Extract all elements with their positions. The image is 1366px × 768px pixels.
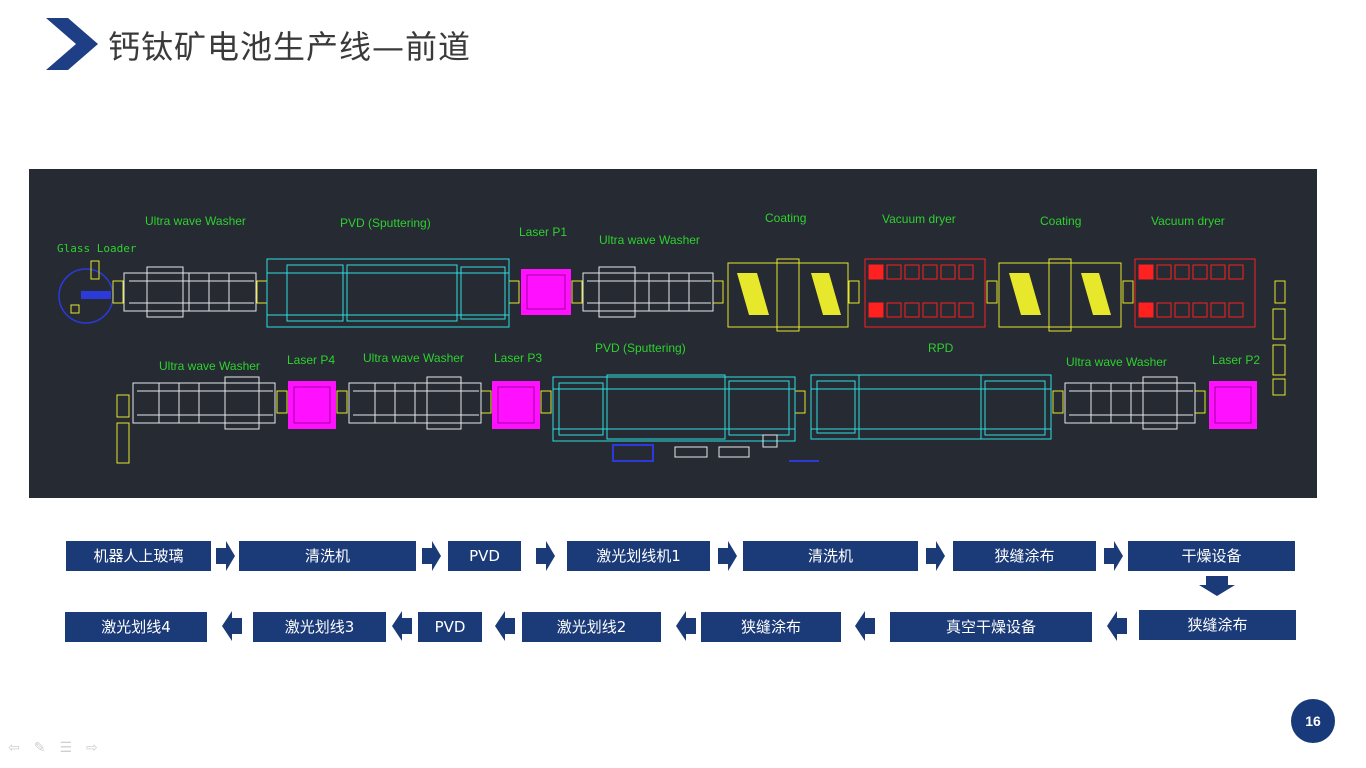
label-uw-washer-1: Ultra wave Washer bbox=[145, 214, 246, 228]
flow-step-washer-1: 清洗机 bbox=[239, 541, 416, 571]
arrow-left-icon[interactable]: ⇦ bbox=[8, 740, 20, 756]
laser-p2 bbox=[1209, 381, 1257, 429]
slide-title: 钙钛矿电池生产线—前道 bbox=[108, 28, 472, 66]
arrow-right-icon bbox=[1104, 541, 1123, 571]
label-vacuum-dryer-1: Vacuum dryer bbox=[882, 212, 956, 226]
arrow-right-icon bbox=[536, 541, 555, 571]
label-rpd: RPD bbox=[928, 341, 954, 355]
rpd bbox=[810, 374, 1052, 440]
arrow-right-icon bbox=[926, 541, 945, 571]
label-pvd-1: PVD (Sputtering) bbox=[340, 216, 431, 230]
arrow-down-icon bbox=[1199, 576, 1235, 596]
arrow-right-icon bbox=[718, 541, 737, 571]
label-uw-washer-4: Ultra wave Washer bbox=[363, 351, 464, 365]
laser-p3 bbox=[492, 381, 540, 429]
label-laser-p2: Laser P2 bbox=[1212, 353, 1260, 367]
flow-step-laser-1: 激光划线机1 bbox=[567, 541, 710, 571]
flow-step-slot-coating-1: 狭缝涂布 bbox=[953, 541, 1096, 571]
label-vacuum-dryer-2: Vacuum dryer bbox=[1151, 214, 1225, 228]
glass-loader bbox=[58, 260, 114, 324]
vacuum-dryer-1 bbox=[864, 258, 986, 328]
label-pvd-2: PVD (Sputtering) bbox=[595, 341, 686, 355]
label-laser-p4: Laser P4 bbox=[287, 353, 335, 367]
page-number: 16 bbox=[1291, 699, 1335, 743]
flow-step-washer-2: 清洗机 bbox=[743, 541, 918, 571]
label-uw-washer-3: Ultra wave Washer bbox=[159, 359, 260, 373]
pen-icon[interactable]: ✎ bbox=[33, 740, 46, 756]
arrow-left-icon bbox=[855, 611, 875, 641]
washer-1 bbox=[123, 266, 257, 318]
arrow-left-icon bbox=[392, 611, 412, 641]
arrow-right-icon bbox=[216, 541, 235, 571]
flow-step-laser-4: 激光划线4 bbox=[65, 612, 207, 642]
flow-step-slot-coating-3: 狭缝涂布 bbox=[701, 612, 841, 642]
coating-2 bbox=[998, 258, 1122, 332]
flow-step-slot-coating-2: 狭缝涂布 bbox=[1139, 610, 1296, 640]
flow-step-vacuum-dryer: 真空干燥设备 bbox=[890, 612, 1092, 642]
flow-step-robot-loader: 机器人上玻璃 bbox=[66, 541, 211, 571]
flow-step-dryer: 干燥设备 bbox=[1128, 541, 1295, 571]
arrow-left-icon bbox=[676, 611, 696, 641]
flow-step-laser-3: 激光划线3 bbox=[253, 612, 386, 642]
label-uw-washer-2: Ultra wave Washer bbox=[599, 233, 700, 247]
arrow-right-icon bbox=[422, 541, 441, 571]
production-line-layout: Glass Loader Ultra wave Washer PVD (Sput… bbox=[29, 169, 1317, 498]
flow-step-pvd-1: PVD bbox=[448, 541, 521, 571]
label-glass-loader: Glass Loader bbox=[57, 242, 137, 255]
label-laser-p1: Laser P1 bbox=[519, 225, 567, 239]
washer-2 bbox=[582, 266, 714, 318]
pvd-2-utilities bbox=[612, 434, 819, 462]
arrow-left-icon bbox=[222, 611, 242, 641]
slideshow-nav: ⇦ ✎ ☰ ⇨ bbox=[8, 740, 98, 756]
label-uw-washer-5: Ultra wave Washer bbox=[1066, 355, 1167, 369]
arrow-left-icon bbox=[495, 611, 515, 641]
label-coating-2: Coating bbox=[1040, 214, 1081, 228]
washer-3 bbox=[132, 376, 276, 430]
arrow-left-icon bbox=[1107, 611, 1127, 641]
arrow-right-icon[interactable]: ⇨ bbox=[86, 740, 98, 756]
label-coating-1: Coating bbox=[765, 211, 806, 225]
menu-icon[interactable]: ☰ bbox=[59, 740, 73, 756]
coating-1 bbox=[727, 258, 849, 332]
pvd-2 bbox=[552, 374, 796, 442]
flow-step-laser-2: 激光划线2 bbox=[522, 612, 661, 642]
pvd-1 bbox=[266, 258, 510, 328]
laser-p1 bbox=[521, 269, 571, 315]
label-laser-p3: Laser P3 bbox=[494, 351, 542, 365]
title-chevron-icon bbox=[46, 18, 98, 70]
flow-step-pvd-2: PVD bbox=[418, 612, 482, 642]
vacuum-dryer-2 bbox=[1134, 258, 1256, 328]
washer-4 bbox=[348, 376, 482, 430]
washer-5 bbox=[1064, 376, 1196, 430]
laser-p4 bbox=[288, 381, 336, 429]
